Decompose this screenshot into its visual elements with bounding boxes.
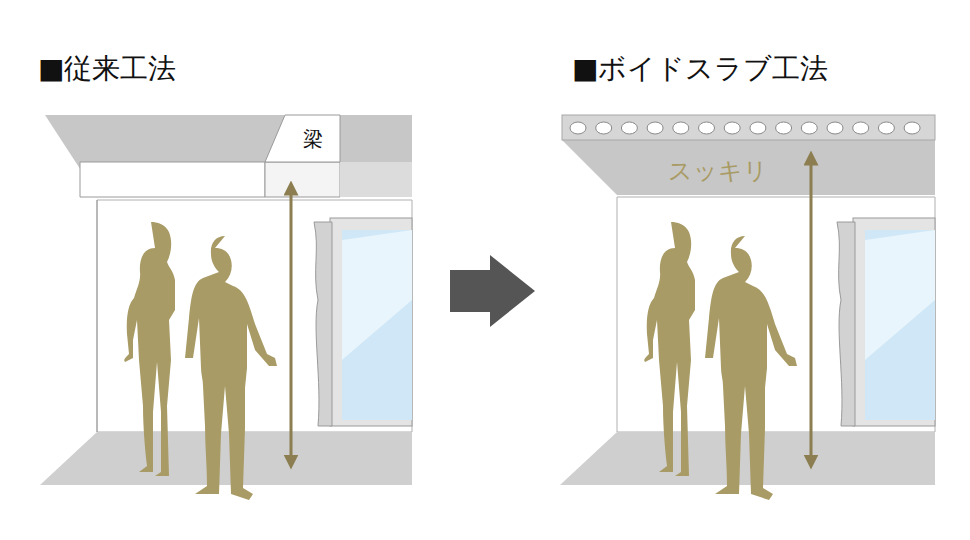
void-hole (699, 122, 715, 134)
void-hole (750, 122, 766, 134)
void-hole (878, 122, 894, 134)
void-hole (724, 122, 740, 134)
void-hole (904, 122, 920, 134)
void-hole (647, 122, 663, 134)
void-slab-room (560, 115, 935, 500)
void-hole (853, 122, 869, 134)
beam-box: 梁 (287, 118, 338, 160)
void-hole (801, 122, 817, 134)
void-hole (827, 122, 843, 134)
void-hole (596, 122, 612, 134)
panel-heading: ■ボイドスラブ工法 (572, 54, 828, 85)
void-holes (570, 122, 920, 134)
caption-text: スッキリ (668, 158, 768, 184)
panel-heading: ■従来工法 (38, 54, 176, 85)
void-hole (570, 122, 586, 134)
void-hole (776, 122, 792, 134)
void-hole (621, 122, 637, 134)
void-hole (673, 122, 689, 134)
conventional-room (40, 115, 412, 500)
transition-arrow (450, 255, 535, 327)
beam-label: 梁 (303, 126, 323, 153)
